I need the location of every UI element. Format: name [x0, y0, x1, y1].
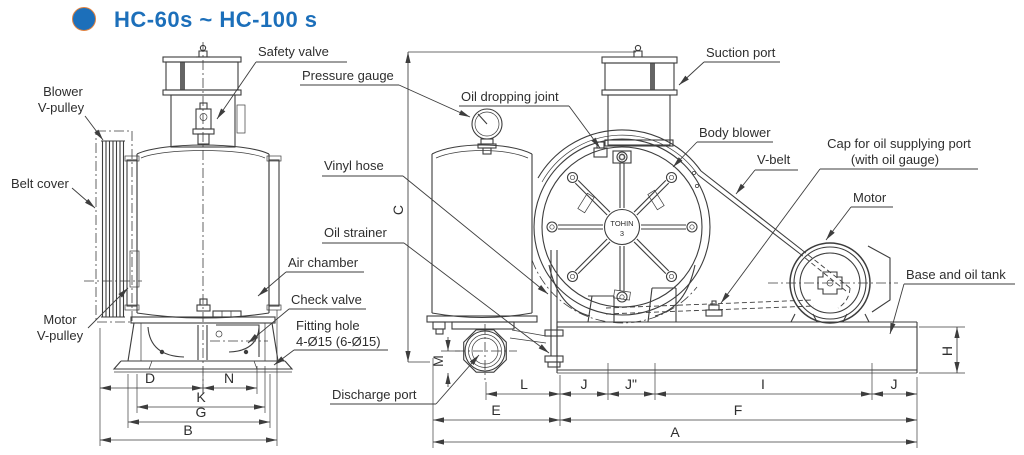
discharge-port-assembly	[451, 321, 547, 380]
dim-h: H	[939, 346, 955, 356]
left-view-labels: Safety valve Blower V-pulley Belt cover …	[11, 44, 388, 366]
label-suction-port: Suction port	[706, 45, 776, 60]
label-oil-dropping-joint: Oil dropping joint	[461, 89, 559, 104]
label-cap-oil-port-2: (with oil gauge)	[851, 152, 939, 167]
oil-supply-cap	[705, 300, 723, 317]
dim-h-group: H	[919, 326, 965, 374]
label-body-blower: Body blower	[699, 125, 771, 140]
label-belt-cover: Belt cover	[11, 176, 69, 191]
dim-j-left: J	[581, 376, 588, 392]
label-fitting-hole-2: 4-Ø15 (6-Ø15)	[296, 334, 381, 349]
dim-c: C	[390, 205, 406, 215]
dim-d: D	[145, 370, 155, 386]
blower-body: TOHIN 3	[531, 129, 711, 324]
dim-m: M	[430, 355, 446, 367]
label-motor-v-pulley-2: V-pulley	[37, 328, 84, 343]
dim-f: F	[734, 402, 743, 418]
left-view-dimensions: D N K G B	[99, 310, 278, 446]
label-base-oil-tank: Base and oil tank	[906, 267, 1006, 282]
motor	[768, 242, 898, 324]
dim-j-right: J	[891, 376, 898, 392]
left-suction-filter	[162, 44, 246, 148]
dim-e: E	[491, 402, 500, 418]
dim-c-group: C	[390, 51, 636, 363]
label-blower-v-pulley-1: Blower	[43, 84, 83, 99]
v-belt-lines	[605, 170, 851, 315]
dim-a: A	[670, 424, 680, 440]
label-motor: Motor	[853, 190, 887, 205]
title-bullet-icon	[72, 7, 96, 31]
right-view-labels: Pressure gauge Oil dropping joint Suctio…	[300, 45, 1015, 405]
air-chamber-tank	[426, 108, 538, 335]
suction-port-filter	[593, 44, 678, 158]
label-air-chamber: Air chamber	[288, 255, 359, 270]
dim-n: N	[224, 370, 234, 386]
base-oil-tank	[556, 321, 918, 374]
label-safety-valve: Safety valve	[258, 44, 329, 59]
belt-cover-pulleys	[84, 130, 142, 323]
label-v-belt: V-belt	[757, 152, 791, 167]
label-fitting-hole-1: Fitting hole	[296, 318, 360, 333]
hub-brand: TOHIN	[610, 219, 633, 228]
left-view: Safety valve Blower V-pulley Belt cover …	[11, 42, 388, 446]
vinyl-hose-pipe	[544, 250, 564, 368]
dim-g: G	[196, 404, 207, 420]
dim-l: L	[520, 376, 528, 392]
right-view-dimensions: L J J" I J E F A	[432, 358, 918, 448]
page-title: HC-60s ~ HC-100 s	[114, 7, 318, 32]
label-check-valve: Check valve	[291, 292, 362, 307]
label-vinyl-hose: Vinyl hose	[324, 158, 384, 173]
hub-model: 3	[620, 229, 624, 238]
dim-k: K	[196, 389, 206, 405]
right-view: C	[300, 44, 1015, 448]
label-pressure-gauge: Pressure gauge	[302, 68, 394, 83]
label-oil-strainer: Oil strainer	[324, 225, 388, 240]
dim-i: I	[761, 376, 765, 392]
dim-b: B	[183, 422, 192, 438]
dim-j2: J"	[625, 376, 637, 392]
label-discharge-port: Discharge port	[332, 387, 417, 402]
left-safety-valve	[192, 102, 215, 145]
label-cap-oil-port-1: Cap for oil supplying port	[827, 136, 971, 151]
label-motor-v-pulley-1: Motor	[43, 312, 77, 327]
dim-m-group: M	[430, 337, 460, 387]
title-block: HC-60s ~ HC-100 s	[72, 7, 318, 32]
label-blower-v-pulley-2: V-pulley	[38, 100, 85, 115]
